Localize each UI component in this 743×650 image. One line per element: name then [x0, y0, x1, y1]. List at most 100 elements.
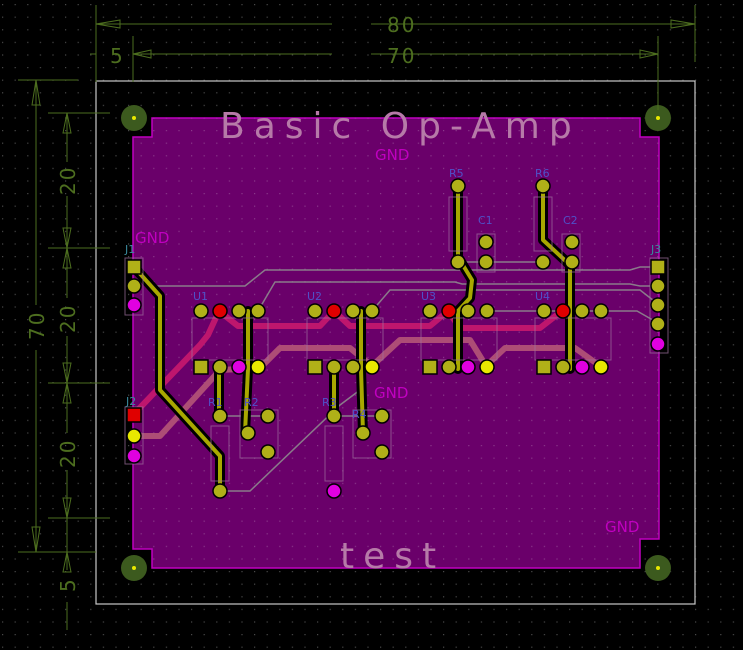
r2-pad-2[interactable] — [260, 408, 276, 424]
u4-pad-2[interactable] — [555, 359, 571, 375]
track-u2-to-r4[interactable] — [359, 309, 365, 435]
j3-pad-5[interactable] — [650, 336, 666, 352]
mount-hole-bottom-right-drill — [656, 566, 660, 570]
j2-pad-2[interactable] — [126, 428, 142, 444]
j3-pad-1[interactable] — [650, 259, 666, 275]
r1-pad-1[interactable] — [212, 408, 228, 424]
r5-pad-1[interactable] — [450, 178, 466, 194]
ref-R1: R1 — [208, 396, 223, 409]
c2-pad-2[interactable] — [564, 254, 580, 270]
r6-pad-2[interactable] — [535, 254, 551, 270]
dim-left-seg2: 20 — [56, 304, 80, 333]
u3-pad-3[interactable] — [460, 359, 476, 375]
j2-pad-1[interactable] — [126, 407, 142, 423]
net-label-gnd-mid: GND — [374, 384, 408, 402]
dim-left-seg1: 20 — [56, 166, 80, 195]
track-j1-to-r1[interactable] — [132, 265, 222, 493]
ref-R2: R2 — [244, 396, 259, 409]
u1-pad-7[interactable] — [212, 303, 228, 319]
r1-pad-2[interactable] — [212, 483, 228, 499]
r4-pad-3[interactable] — [374, 444, 390, 460]
u1-pad-5[interactable] — [250, 303, 266, 319]
u1-pad-1[interactable] — [193, 359, 209, 375]
u4-pad-5[interactable] — [593, 303, 609, 319]
track-r6-to-u4[interactable] — [541, 184, 572, 371]
ref-C2: C2 — [563, 214, 578, 227]
ref-R6: R6 — [535, 167, 550, 180]
dim-left-seg3: 20 — [56, 439, 80, 468]
u3-pad-1[interactable] — [422, 359, 438, 375]
r2-pad-1[interactable] — [240, 425, 256, 441]
r5-pad-2[interactable] — [450, 254, 466, 270]
ref-U2: U2 — [307, 290, 322, 303]
u3-pad-6[interactable] — [460, 303, 476, 319]
net-label-gnd-top: GND — [375, 146, 409, 164]
u2-pad-3[interactable] — [345, 359, 361, 375]
r4-pad-1[interactable] — [355, 425, 371, 441]
pads — [126, 178, 666, 499]
j1-pad-3[interactable] — [126, 297, 142, 313]
r6-pad-1[interactable] — [535, 178, 551, 194]
j1-pad-1[interactable] — [126, 259, 142, 275]
ref-J2: J2 — [125, 395, 136, 408]
j3-pad-4[interactable] — [650, 316, 666, 332]
dim-left-total: 70 — [25, 311, 49, 340]
u4-pad-3[interactable] — [574, 359, 590, 375]
net-label-gnd-left: GND — [135, 229, 169, 247]
j3-pad-2[interactable] — [650, 278, 666, 294]
r2-pad-3[interactable] — [260, 444, 276, 460]
front-tracks — [129, 181, 575, 496]
u2-pad-2[interactable] — [326, 359, 342, 375]
u1-pad-6[interactable] — [231, 303, 247, 319]
board-bottom-silkscreen: test — [340, 536, 445, 577]
u4-pad-6[interactable] — [574, 303, 590, 319]
j3-pad-3[interactable] — [650, 297, 666, 313]
r4-pad-2[interactable] — [374, 408, 390, 424]
u4-pad-7[interactable] — [555, 303, 571, 319]
mount-hole-bottom-left-drill — [132, 566, 136, 570]
u2-pad-1[interactable] — [307, 359, 323, 375]
r3-pad-1[interactable] — [326, 408, 342, 424]
u2-pad-4[interactable] — [364, 359, 380, 375]
track-u1-to-r2[interactable] — [243, 309, 250, 435]
ratsnest-line — [220, 389, 361, 492]
track-r5-to-u3[interactable] — [456, 184, 474, 371]
u3-pad-7[interactable] — [441, 303, 457, 319]
ref-U4: U4 — [535, 290, 550, 303]
mount-hole-top-right-drill — [656, 116, 660, 120]
ratsnest-line — [145, 266, 658, 287]
j1-pad-2[interactable] — [126, 278, 142, 294]
ref-U3: U3 — [421, 290, 436, 303]
c1-pad-2[interactable] — [478, 254, 494, 270]
u1-pad-2[interactable] — [212, 359, 228, 375]
u1-pad-3[interactable] — [231, 359, 247, 375]
u4-pad-1[interactable] — [536, 359, 552, 375]
u2-pad-7[interactable] — [326, 303, 342, 319]
j2-pad-3[interactable] — [126, 448, 142, 464]
dim-top-inner: 70 — [387, 44, 416, 68]
ref-J3: J3 — [650, 243, 661, 256]
u4-pad-4[interactable] — [593, 359, 609, 375]
dimensions: 80 70 5 70 20 20 20 5 — [18, 5, 696, 630]
dim-top-outer: 80 — [387, 13, 416, 37]
c1-pad-1[interactable] — [478, 234, 494, 250]
board-title-silkscreen: Basic Op-Amp — [220, 106, 581, 147]
c2-pad-1[interactable] — [564, 234, 580, 250]
u3-pad-2[interactable] — [441, 359, 457, 375]
u1-pad-4[interactable] — [250, 359, 266, 375]
ref-R3: R3 — [322, 396, 337, 409]
dim-top-left-offset: 5 — [110, 44, 125, 68]
u4-pad-8[interactable] — [536, 303, 552, 319]
u2-pad-8[interactable] — [307, 303, 323, 319]
u2-pad-6[interactable] — [345, 303, 361, 319]
ref-R5: R5 — [449, 167, 464, 180]
r3-pad-2[interactable] — [326, 483, 342, 499]
u2-pad-5[interactable] — [364, 303, 380, 319]
reference-labels: J1 J2 J3 U1 U2 U3 U4 R1 R2 R3 R4 R5 R6 C… — [124, 167, 661, 421]
u3-pad-5[interactable] — [479, 303, 495, 319]
u3-pad-8[interactable] — [422, 303, 438, 319]
u1-pad-8[interactable] — [193, 303, 209, 319]
u3-pad-4[interactable] — [479, 359, 495, 375]
ratsnest-line — [257, 281, 658, 312]
